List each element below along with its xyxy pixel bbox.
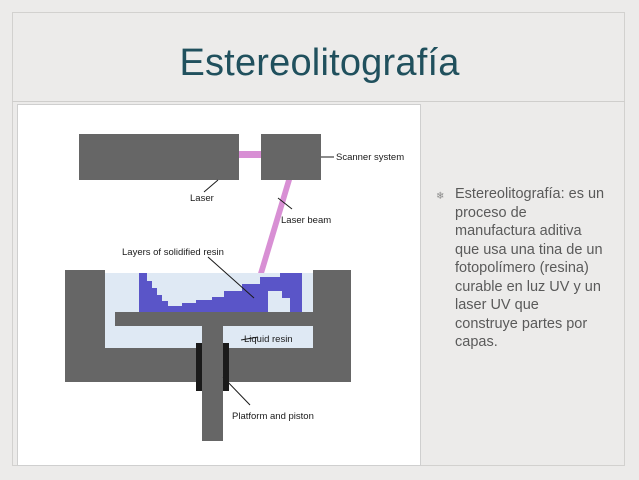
leader-beam [277,197,293,210]
slide-title: Estereolitografía [179,42,460,84]
label-laser: Laser [190,193,214,204]
snowflake-bullet-icon: ❄ [436,191,445,202]
stereolithography-diagram: Laser Scanner system Laser beam Layers o… [65,134,404,441]
label-scanner-system: Scanner system [336,152,404,163]
piston [202,326,223,441]
laser-beam-horizontal [239,151,263,158]
label-platform-piston: Platform and piston [232,411,314,422]
leader-platform [222,376,251,406]
platform [115,312,330,326]
scanner-box [261,134,321,180]
solidified-resin-layers [139,273,302,312]
leader-liquid [240,336,259,341]
leader-layers [207,256,255,299]
laser-beam-diagonal [256,180,292,280]
piston-seal-left [196,343,202,391]
label-liquid-resin: Liquid resin [244,334,293,345]
leader-laser [203,179,219,193]
piston-seal-right [223,343,229,391]
resin-notch-step [282,298,290,312]
bullet-text: Estereolitografía: es un proceso de manu… [455,186,605,350]
label-laser-beam: Laser beam [281,215,331,226]
stereolithography-figure: Laser Scanner system Laser beam Layers o… [17,104,421,466]
laser-box [79,134,239,180]
title-divider [12,101,625,102]
resin-notch [268,291,282,312]
vat [65,270,351,382]
label-layers-resin: Layers of solidified resin [122,247,224,258]
